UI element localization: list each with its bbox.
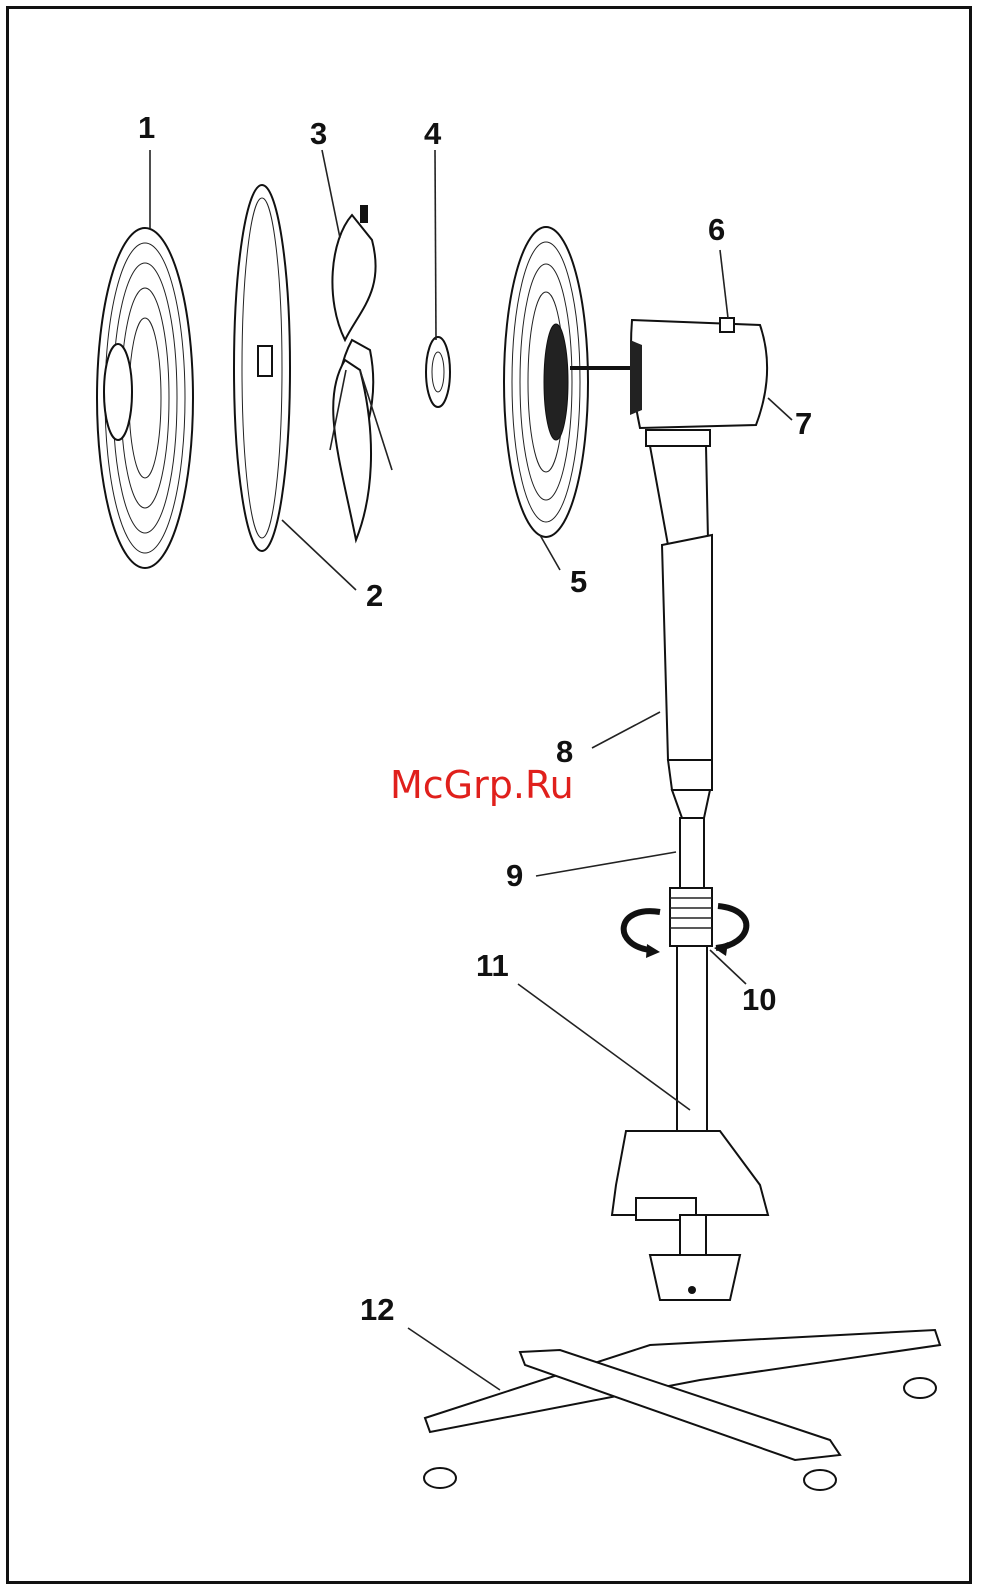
label-part-5: 5 (570, 564, 587, 599)
label-part-6: 6 (708, 212, 725, 247)
upper-pole (650, 446, 712, 818)
cross-base (424, 1330, 940, 1490)
inner-tube (680, 818, 704, 888)
label-part-3: 3 (310, 116, 327, 151)
label-part-2: 2 (366, 578, 383, 613)
label-part-10: 10 (742, 982, 776, 1017)
rear-grille (504, 227, 588, 537)
label-part-12: 12 (360, 1292, 394, 1327)
label-part-9: 9 (506, 858, 523, 893)
grille-ring (234, 185, 290, 551)
label-part-7: 7 (795, 406, 812, 441)
motor-housing (630, 318, 767, 446)
label-part-1: 1 (138, 110, 155, 145)
watermark-text: McGrp.Ru (390, 763, 574, 807)
fan-blade (330, 205, 392, 540)
front-grille (97, 228, 193, 568)
label-part-4: 4 (424, 116, 442, 151)
label-part-11: 11 (476, 948, 509, 983)
spinner-nut (426, 337, 450, 407)
